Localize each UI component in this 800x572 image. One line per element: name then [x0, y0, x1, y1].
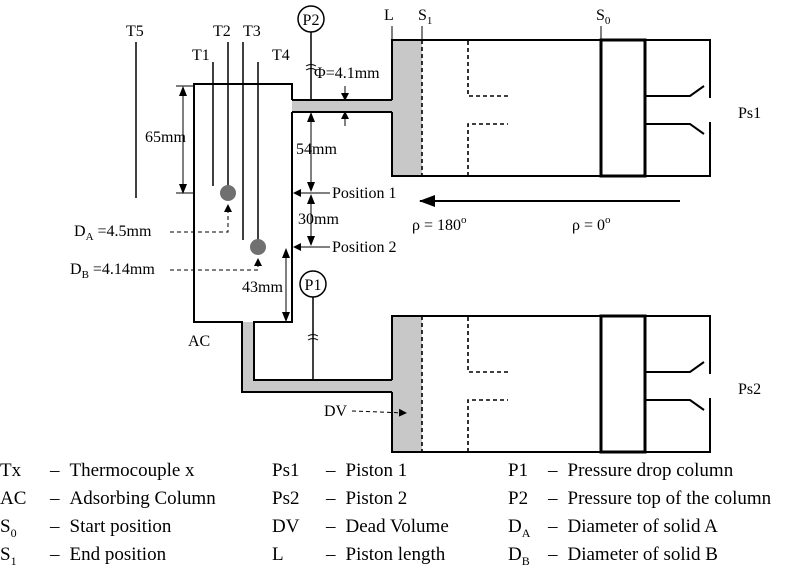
legend-item: DV–Dead Volume: [272, 516, 449, 537]
legend-item: Tx–Thermocouple x: [0, 460, 195, 481]
pressure-gauge-p2: P2: [297, 5, 325, 100]
legend-item: DB–Diameter of solid B: [508, 544, 718, 568]
p2-label: P2: [303, 12, 320, 29]
legend-item: P2–Pressure top of the column: [508, 488, 772, 509]
solid-a-particle: [220, 185, 236, 201]
solid-a-label: DA =4.5mm: [74, 223, 152, 243]
legend-item: Ps1–Piston 1: [272, 460, 408, 481]
legend-item: Ps2–Piston 2: [272, 488, 408, 509]
pressure-gauge-p1: P1: [299, 270, 327, 380]
t1-label: T1: [192, 47, 210, 64]
rho-0-label: ρ = 0o: [572, 214, 611, 234]
dim-30mm: 30mm: [298, 211, 339, 228]
t4-label: T4: [272, 47, 290, 64]
position-1-label: Position 1: [332, 185, 396, 202]
piston-1-label: Ps1: [738, 105, 761, 122]
thermocouple-lines: [135, 42, 259, 244]
legend-item: S1–End position: [0, 544, 167, 568]
dim-65mm: 65mm: [145, 129, 186, 146]
solid-b-particle: [250, 239, 266, 255]
dim-54mm: 54mm: [296, 141, 337, 158]
cylinder-ps1: [391, 38, 711, 178]
s1-label: S1: [418, 7, 432, 27]
cylinder-ps2: [391, 314, 711, 454]
legend: Tx–Thermocouple x AC–Adsorbing Column S0…: [0, 452, 800, 572]
rho-180-label: ρ = 180o: [412, 214, 467, 234]
piston-length-label: L: [384, 7, 394, 24]
dim-43mm: 43mm: [242, 279, 283, 296]
t3-label: T3: [243, 23, 261, 40]
legend-item: S0–Start position: [0, 516, 172, 540]
legend-item: DA–Diameter of solid A: [508, 516, 718, 540]
adsorbing-column: [193, 83, 392, 393]
gray-regions: [242, 40, 422, 452]
t5-label: T5: [126, 23, 144, 40]
phi-dimension: Φ=4.1mm: [314, 65, 380, 82]
legend-item: L–Piston length: [272, 544, 446, 565]
piston-2-label: Ps2: [738, 381, 761, 398]
legend-item: AC–Adsorbing Column: [0, 488, 216, 509]
t2-label: T2: [213, 23, 231, 40]
s0-label: S0: [596, 7, 611, 27]
adsorbing-column-label: AC: [188, 333, 210, 350]
legend-item: P1–Pressure drop column: [508, 460, 734, 481]
position-2-label: Position 2: [332, 239, 396, 256]
p1-label: P1: [305, 277, 322, 294]
solid-b-label: DB =4.14mm: [70, 261, 155, 281]
dead-volume-label: DV: [324, 403, 348, 420]
